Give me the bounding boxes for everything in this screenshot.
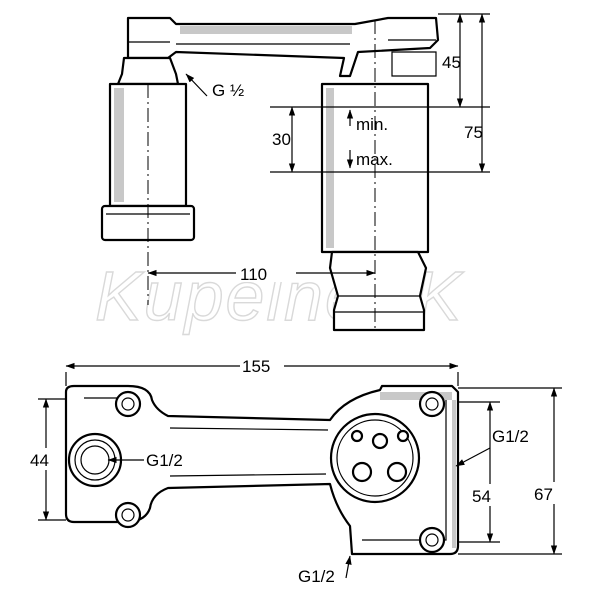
- left-body-shade: [114, 88, 124, 202]
- max-label: max.: [356, 150, 393, 169]
- dim-110: 110: [240, 265, 267, 284]
- side-view: 45 75 30 min. max. G ½ 110: [100, 13, 490, 332]
- dim-45: 45: [442, 53, 461, 72]
- left-connector: [116, 56, 180, 86]
- dim-67: 67: [534, 485, 553, 504]
- right-body-shade: [326, 88, 334, 248]
- valve-disc: [329, 412, 421, 504]
- right-spigot: [328, 250, 428, 332]
- mounting-hole-bottom-left: [114, 501, 142, 529]
- dim-54: 54: [472, 487, 491, 506]
- min-label: min.: [356, 115, 388, 134]
- mounting-hole-bottom-right: [418, 526, 446, 554]
- thread-label-side: G ½: [212, 81, 244, 100]
- arm-shading: [180, 26, 352, 34]
- dim-30: 30: [272, 130, 291, 149]
- plan-view: 155 44 G1/2 G1/2 G1/2 54 67: [30, 352, 562, 586]
- thread-label-left: G1/2: [146, 451, 183, 470]
- arm-detail: [128, 39, 437, 77]
- mounting-hole-top-right: [418, 390, 446, 418]
- mounting-hole-top-left: [114, 390, 142, 418]
- left-port: [67, 432, 123, 488]
- dim-44: 44: [30, 451, 49, 470]
- plan-inner-outline: [84, 397, 447, 541]
- thread-label-bottom: G1/2: [298, 567, 335, 586]
- thread-label-right: G1/2: [492, 427, 529, 446]
- dim-75: 75: [464, 123, 483, 142]
- dim-155: 155: [242, 357, 270, 376]
